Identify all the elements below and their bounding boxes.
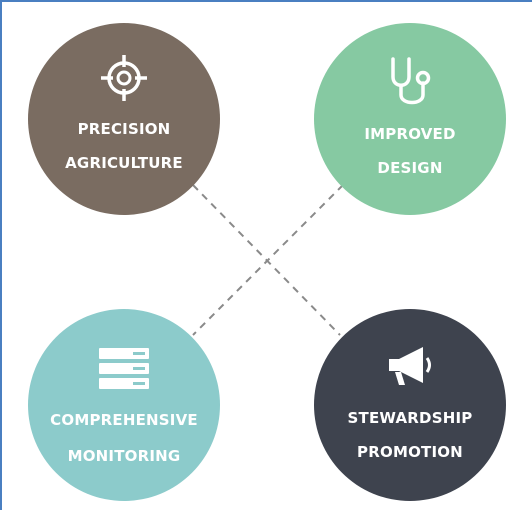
improved-design-node: IMPROVED DESIGN [314,23,506,215]
improved-design-label-line1: IMPROVED [364,125,456,143]
comprehensive-monitoring-node: COMPREHENSIVE MONITORING [28,309,220,501]
server-stack-icon [99,348,149,389]
megaphone-icon [389,347,431,385]
stewardship-promotion-label-line2: PROMOTION [357,443,463,461]
comprehensive-monitoring-label-line2: MONITORING [67,447,181,465]
precision-agriculture-label-line1: PRECISION [77,120,171,138]
improved-design-label-line2: DESIGN [377,159,443,177]
crosshair-target-icon [101,55,147,101]
stewardship-promotion-node: STEWARDSHIP PROMOTION [314,309,506,501]
stethoscope-icon [391,57,431,105]
connector-line-agriculture-to-stewardship [192,184,341,336]
stewardship-promotion-label-line1: STEWARDSHIP [347,409,473,427]
comprehensive-monitoring-label-line1: COMPREHENSIVE [50,411,198,429]
precision-agriculture-node: PRECISION AGRICULTURE [28,23,220,215]
connector-line-design-to-monitoring [192,184,344,336]
precision-agriculture-label-line2: AGRICULTURE [65,154,183,172]
